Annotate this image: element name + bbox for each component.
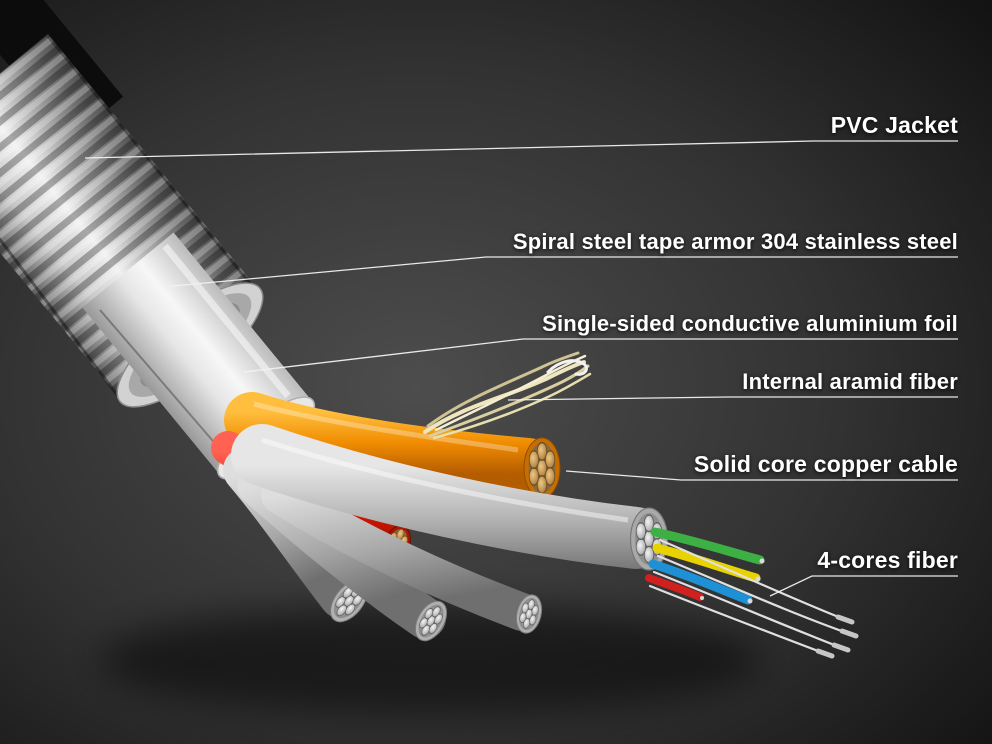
optical-fibers (648, 538, 859, 659)
leader-aramid-fiber (507, 396, 958, 401)
fiber-core-wires (645, 527, 765, 605)
leader-copper-cable (565, 470, 958, 481)
gray-cable-main (231, 424, 669, 571)
leader-steel-armor (161, 256, 958, 288)
orange-wire (224, 392, 561, 499)
leader-aluminium-foil (243, 338, 958, 373)
leader-pvc-jacket (84, 140, 958, 159)
leader-fiber-cores (769, 575, 958, 597)
leader-lines (84, 140, 958, 597)
label-pvc-jacket: PVC Jacket (830, 112, 958, 138)
label-internal-aramid-fiber: Internal aramid fiber (742, 369, 958, 394)
label-four-cores-fiber: 4-cores fiber (817, 547, 958, 573)
label-aluminium-foil: Single-sided conductive aluminium foil (542, 311, 958, 336)
cable-shadow (100, 605, 760, 715)
aramid-fiber-tuft (423, 351, 592, 440)
label-spiral-steel-tape-armor: Spiral steel tape armor 304 stainless st… (512, 229, 958, 254)
label-solid-core-copper-cable: Solid core copper cable (693, 451, 958, 477)
